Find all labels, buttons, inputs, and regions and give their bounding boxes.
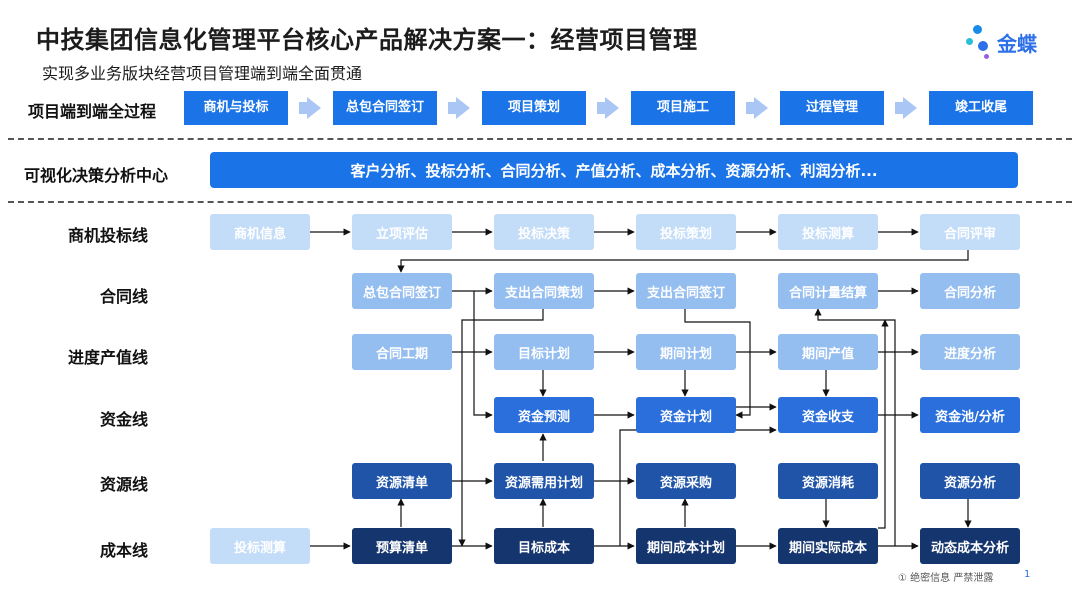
page-number: 1 [1024,569,1031,580]
node-bid-estimate: 投标测算 [778,214,878,250]
process-step-contract: 总包合同签订 [333,91,437,125]
node-target-cost: 目标成本 [494,528,594,564]
node-fund-forecast: 资金预测 [494,397,594,433]
lane-label-bid: 商机投标线 [67,226,148,245]
logo-text: 金蝶 [997,32,1037,56]
node-contract-duration: 合同工期 [352,334,452,370]
node-expense-contract-sign: 支出合同签订 [636,273,736,309]
node-contract-review: 合同评审 [920,214,1020,250]
process-arrow-icon [895,97,917,119]
node-resource-analysis: 资源分析 [920,463,1020,499]
lane-label-cost: 成本线 [99,541,148,560]
node-resource-list: 资源清单 [352,463,452,499]
process-arrow-icon [299,97,321,119]
process-step-planning: 项目策划 [482,91,586,125]
node-bid-planning: 投标策划 [636,214,736,250]
process-label: 项目端到端全过程 [28,102,157,121]
process-arrow-icon [746,97,768,119]
process-step-construction: 项目施工 [631,91,735,125]
node-period-output: 期间产值 [778,334,878,370]
process-arrow-icon [448,97,470,119]
process-arrow-icon [597,97,619,119]
lane-label-resource: 资源线 [99,475,148,494]
node-period-actual-cost: 期间实际成本 [778,528,878,564]
lane-label-progress: 进度产值线 [67,348,148,367]
node-contract-settlement: 合同计量结算 [778,273,878,309]
page-title: 中技集团信息化管理平台核心产品解决方案一：经营项目管理 [36,26,698,54]
page-subtitle: 实现多业务版块经营项目管理端到端全面贯通 [42,64,363,83]
process-step-management: 过程管理 [780,91,884,125]
node-contract-analysis: 合同分析 [920,273,1020,309]
analysis-label: 可视化决策分析中心 [24,166,169,185]
node-project-evaluation: 立项评估 [352,214,452,250]
node-resource-consumption: 资源消耗 [778,463,878,499]
kingdee-logo: 金蝶 [964,22,1054,62]
node-progress-analysis: 进度分析 [920,334,1020,370]
node-opportunity-info: 商机信息 [210,214,310,250]
divider-line [8,201,1072,203]
node-period-cost-plan: 期间成本计划 [636,528,736,564]
node-fund-pool: 资金池/分析 [920,397,1020,433]
node-fund-plan: 资金计划 [636,397,736,433]
node-target-plan: 目标计划 [494,334,594,370]
node-dynamic-cost-analysis: 动态成本分析 [920,528,1020,564]
confidential-note: ① 绝密信息 严禁泄露 [898,573,994,584]
node-resource-purchase: 资源采购 [636,463,736,499]
process-step-bid: 商机与投标 [184,91,288,125]
node-general-contract: 总包合同签订 [352,273,452,309]
divider-line [8,138,1072,140]
node-fund-flow: 资金收支 [778,397,878,433]
lane-label-contract: 合同线 [99,287,148,306]
node-cost-bid-estimate: 投标测算 [210,528,310,564]
node-bid-decision: 投标决策 [494,214,594,250]
node-period-plan: 期间计划 [636,334,736,370]
node-resource-demand: 资源需用计划 [494,463,594,499]
analysis-bar: 客户分析、投标分析、合同分析、产值分析、成本分析、资源分析、利润分析... [210,152,1018,188]
lane-label-fund: 资金线 [99,410,148,429]
process-step-completion: 竣工收尾 [929,91,1033,125]
node-budget-list: 预算清单 [352,528,452,564]
node-expense-contract-plan: 支出合同策划 [494,273,594,309]
